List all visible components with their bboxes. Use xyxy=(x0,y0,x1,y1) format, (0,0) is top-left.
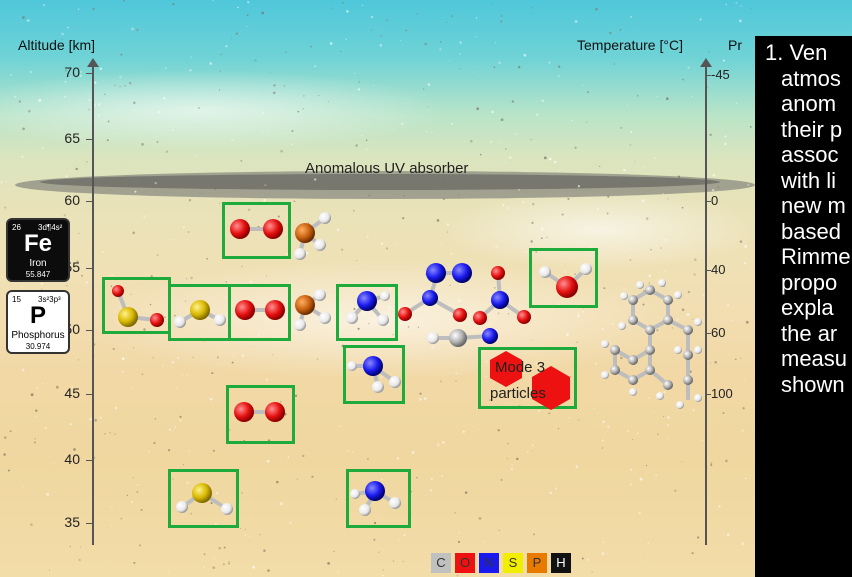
altitude-tick-mark xyxy=(86,523,94,524)
description-text-line: atmos xyxy=(781,65,841,91)
description-text-line: propo xyxy=(781,269,838,295)
altitude-tick-mark xyxy=(86,139,94,140)
legend-chip-n: N xyxy=(479,553,499,573)
box-o2-top xyxy=(222,202,291,259)
description-text-line: the ar xyxy=(781,320,838,346)
temperature-tick-mark xyxy=(705,333,711,334)
box-water xyxy=(529,248,598,308)
temperature-tick-mark xyxy=(705,394,711,395)
description-text-line: 1. Ven xyxy=(765,40,828,65)
altitude-tick-mark xyxy=(86,394,94,395)
altitude-axis-line xyxy=(92,65,94,545)
description-text-line: shown xyxy=(781,371,845,397)
temperature-tick-mark xyxy=(705,201,711,202)
description-text-line: new m xyxy=(781,193,846,218)
pressure-axis-title-clipped: Pr xyxy=(728,37,742,53)
mode3-label-line1: Mode 3 xyxy=(495,359,546,376)
temperature-tick-label: 100 xyxy=(711,386,733,401)
iron-mass: 55.847 xyxy=(25,270,51,279)
iron-atomic-number: 26 xyxy=(12,223,21,232)
altitude-tick-label: 40 xyxy=(64,451,80,467)
element-card-phosphorus: 15 3s²3p³ P Phosphorus 30.974 xyxy=(6,290,70,354)
phosphorus-name: Phosphorus xyxy=(11,330,65,341)
box-nh3-bottom xyxy=(346,469,411,528)
box-o2-low xyxy=(226,385,295,444)
box-nh3-mid xyxy=(336,284,398,341)
legend-chip-o: O xyxy=(455,553,475,573)
temperature-axis-line xyxy=(705,65,707,545)
phosphorus-atomic-number: 15 xyxy=(12,295,21,304)
box-o2-mid xyxy=(228,284,291,341)
altitude-tick-label: 60 xyxy=(64,192,80,208)
uv-absorber-label: Anomalous UV absorber xyxy=(305,160,469,177)
legend-chip-h: H xyxy=(551,553,571,573)
description-text-line: expla xyxy=(781,295,834,320)
altitude-tick-label: 35 xyxy=(64,514,80,530)
phosphorus-mass: 30.974 xyxy=(25,342,51,351)
description-text-line: based xyxy=(781,218,841,244)
description-text-line: their p xyxy=(781,116,843,142)
description-text-line: anom xyxy=(781,91,837,116)
description-text-line: with li xyxy=(781,167,837,193)
temperature-tick-mark xyxy=(705,75,711,76)
temperature-tick-label: -45 xyxy=(711,67,730,82)
temperature-tick-label: 0 xyxy=(711,193,719,208)
altitude-tick-mark xyxy=(86,201,94,202)
altitude-tick-mark xyxy=(86,330,94,331)
altitude-axis-title: Altitude [km] xyxy=(18,37,96,53)
temperature-tick-label: 40 xyxy=(711,262,726,277)
altitude-tick-mark xyxy=(86,268,94,269)
description-text-line: assoc xyxy=(781,142,839,167)
altitude-tick-mark xyxy=(86,460,94,461)
altitude-tick-label: 45 xyxy=(64,385,80,401)
bonds xyxy=(116,216,690,511)
iron-symbol: Fe xyxy=(23,230,52,257)
mode3-label-line2: particles xyxy=(490,385,546,402)
altitude-tick-mark xyxy=(86,73,94,74)
altitude-tick-label: 70 xyxy=(64,64,80,80)
legend-chip-s: S xyxy=(503,553,523,573)
description-text-line: Rimme xyxy=(781,244,851,269)
element-card-iron: 26 3d¶4s² Fe Iron 55.847 xyxy=(6,218,70,282)
box-mode3 xyxy=(478,347,577,409)
legend-chip-c: C xyxy=(431,553,451,573)
phosphorus-electron-config: 3s²3p³ xyxy=(38,295,61,304)
legend-chip-p: P xyxy=(527,553,547,573)
altitude-axis-arrow xyxy=(87,58,99,67)
temperature-axis-title: Temperature [°C] xyxy=(577,37,683,53)
iron-electron-config: 3d¶4s² xyxy=(38,223,63,232)
iron-name: Iron xyxy=(29,258,47,269)
phosphorus-symbol: P xyxy=(29,302,46,329)
altitude-tick-label: 65 xyxy=(64,130,80,146)
description-text-line: measu xyxy=(781,346,848,371)
box-h2s-low xyxy=(168,469,239,528)
box-nh3-low xyxy=(343,345,405,404)
temperature-tick-label: 60 xyxy=(711,325,726,340)
atoms xyxy=(112,212,702,516)
temperature-axis-arrow xyxy=(700,58,712,67)
temperature-tick-mark xyxy=(705,270,711,271)
